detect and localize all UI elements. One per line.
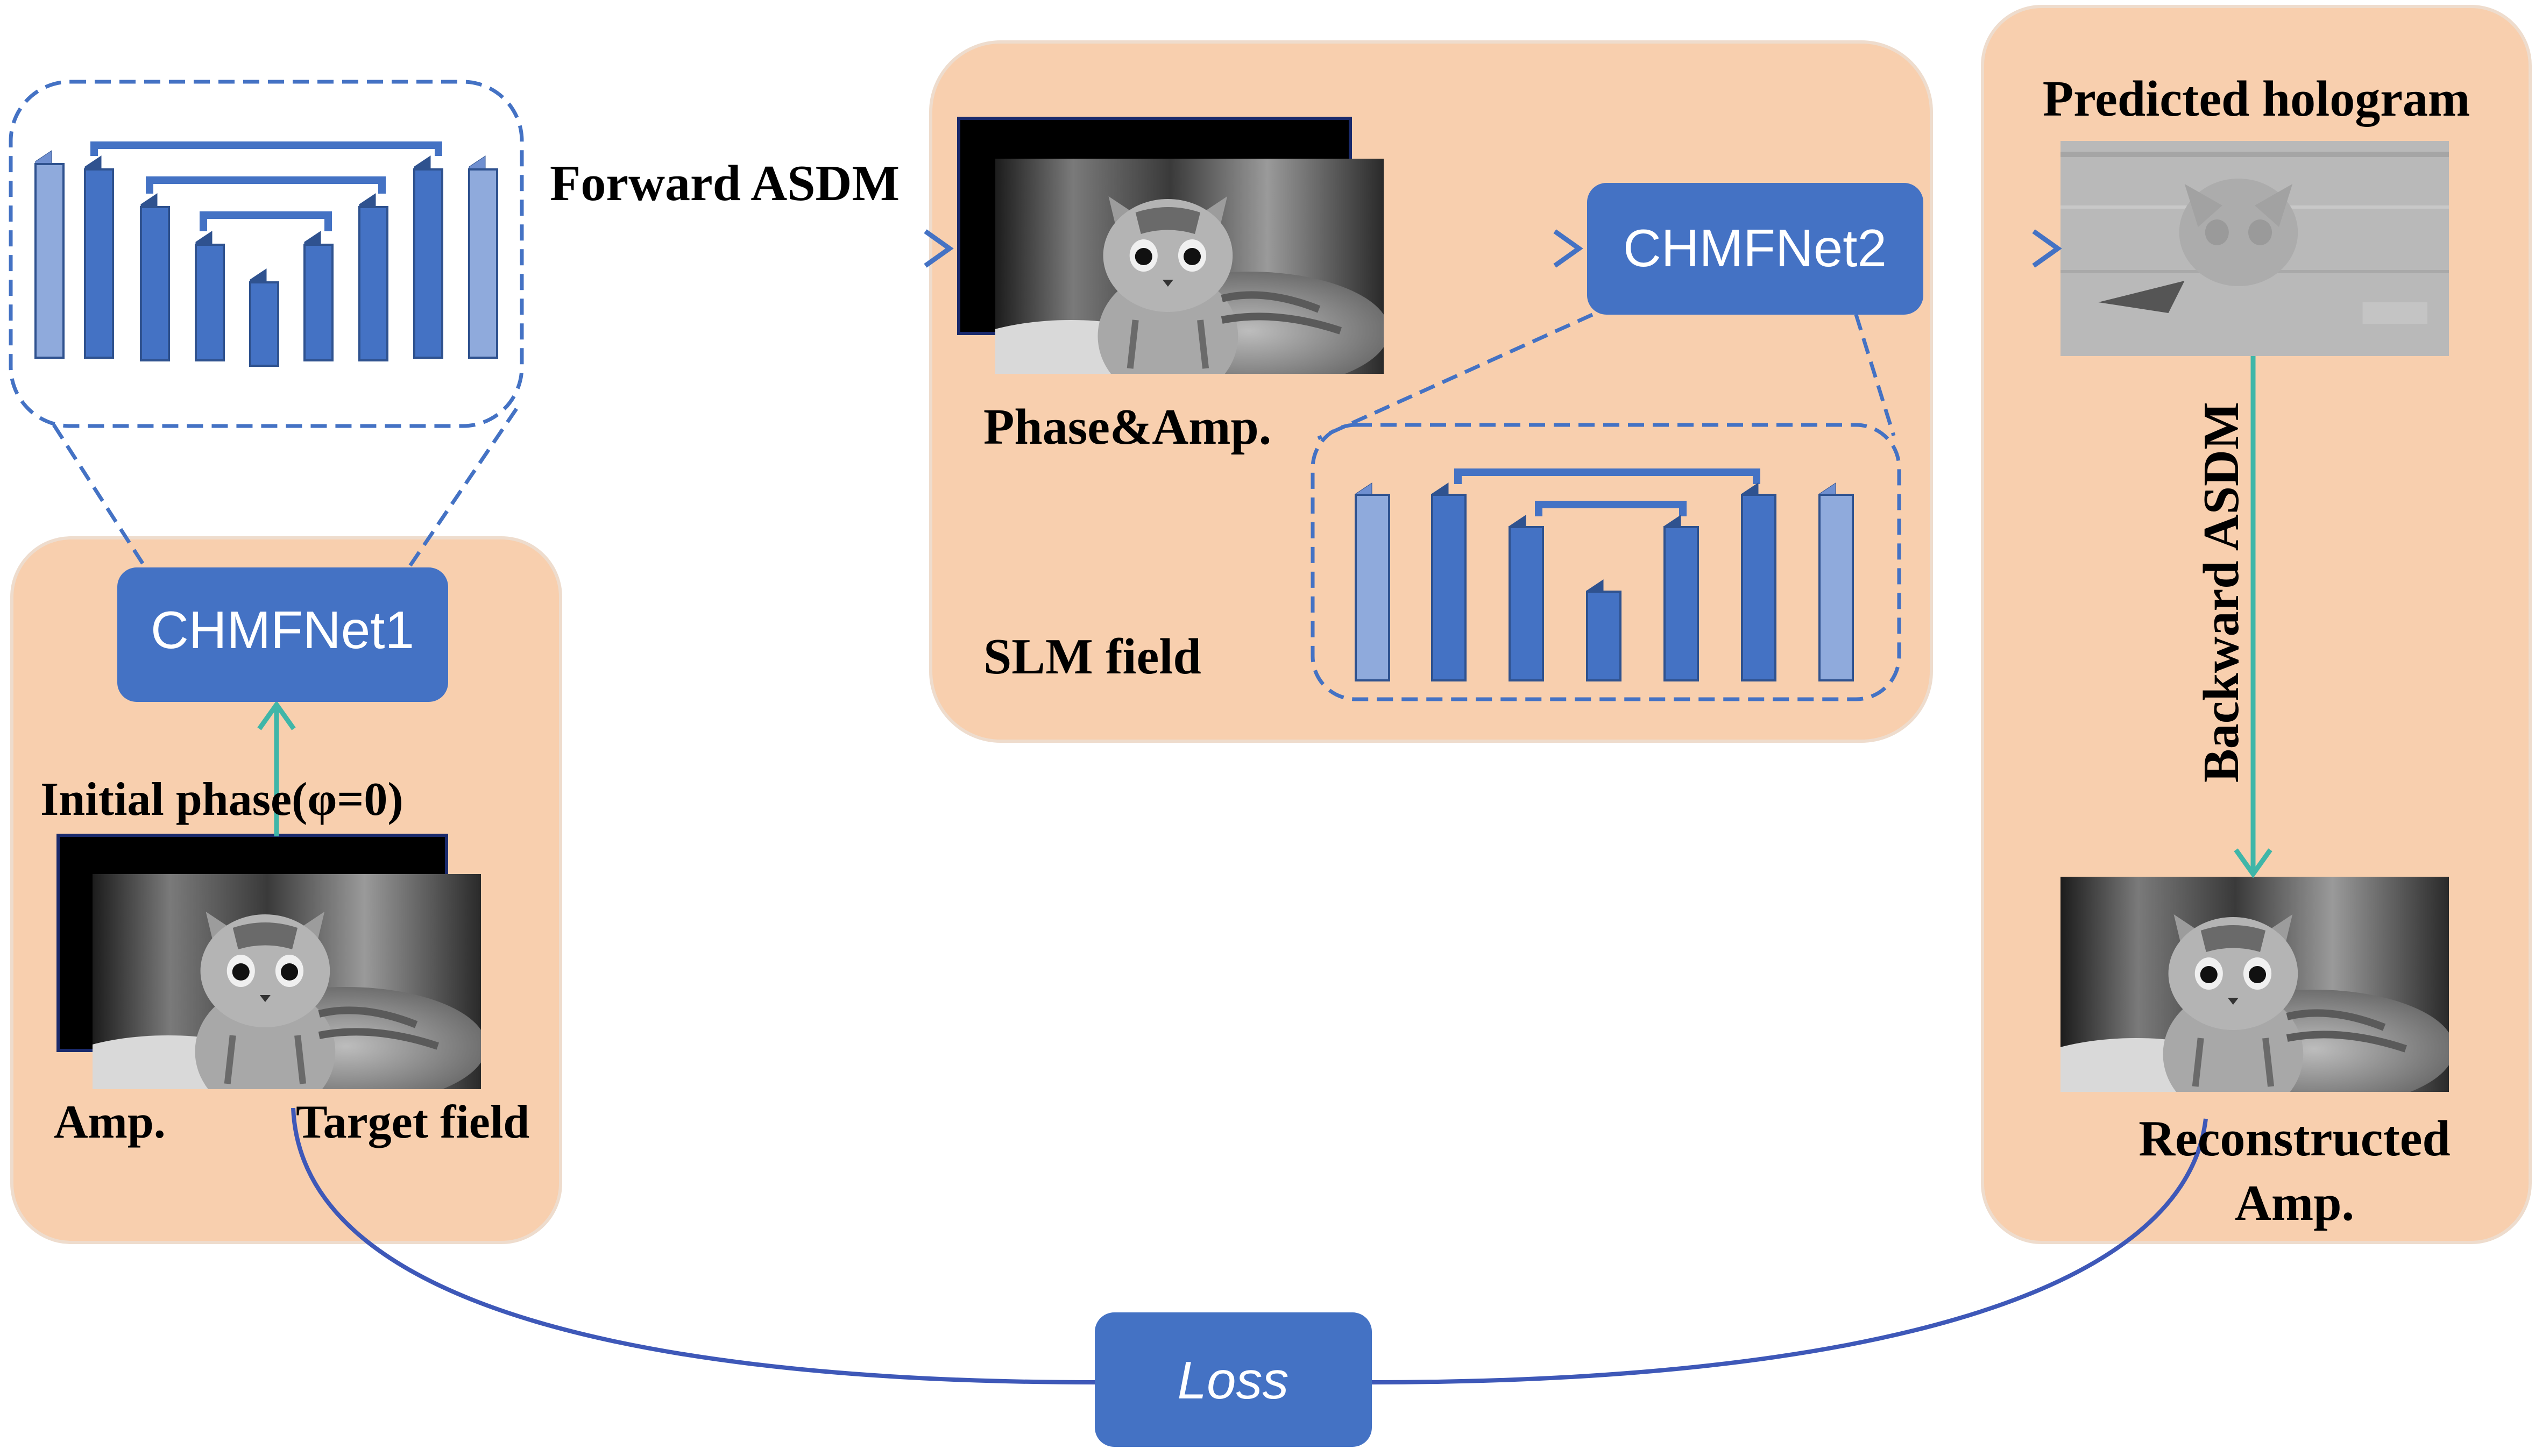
phase-amp-label: Phase&Amp. [983,399,1271,455]
slm-to-net2-arrowhead [1553,229,1583,268]
reconstructed-label-line1: Reconstructed [2139,1111,2451,1167]
loss-node[interactable]: Loss [1095,1312,1372,1447]
unet-icon-1 [34,141,498,367]
backward-asdm-label: Backward ASDM [2193,402,2249,783]
net1-callout-line-left [52,424,147,569]
predicted-hologram-image [2060,141,2449,356]
reconstructed-label-line2: Amp. [2235,1175,2354,1231]
amp-label: Amp. [54,1096,166,1148]
net2-callout-line-right [1854,314,1896,437]
arrows [257,229,2272,878]
net2-callout-line-left [1317,312,1594,441]
net1-unet-callout [9,80,524,428]
unet-icon-2 [1355,468,1854,681]
loss-label: Loss [1177,1351,1288,1410]
forward-asdm-arrowhead [924,229,954,268]
backward-asdm-arrowhead [2234,848,2272,878]
forward-asdm-label: Forward ASDM [550,155,900,211]
chmfnet1-label: CHMFNet1 [151,600,414,659]
predicted-hologram-label: Predicted hologram [2043,71,2470,127]
slm-field-label: SLM field [983,629,1201,685]
chmfnet2-label: CHMFNet2 [1623,218,1887,278]
initial-phase-label: Initial phase(φ=0) [40,773,403,826]
target-field-label: Target field [296,1096,529,1148]
loss-curve [291,1107,2208,1384]
chmfnet2-node[interactable]: CHMFNet2 [1587,183,1923,315]
net2-to-hologram-arrowhead [2032,229,2062,268]
phase-to-net1-arrowhead [257,700,296,730]
net2-unet-callout [1311,423,1901,701]
net1-callout-line-right [407,408,518,569]
chmfnet1-node[interactable]: CHMFNet1 [117,567,448,702]
